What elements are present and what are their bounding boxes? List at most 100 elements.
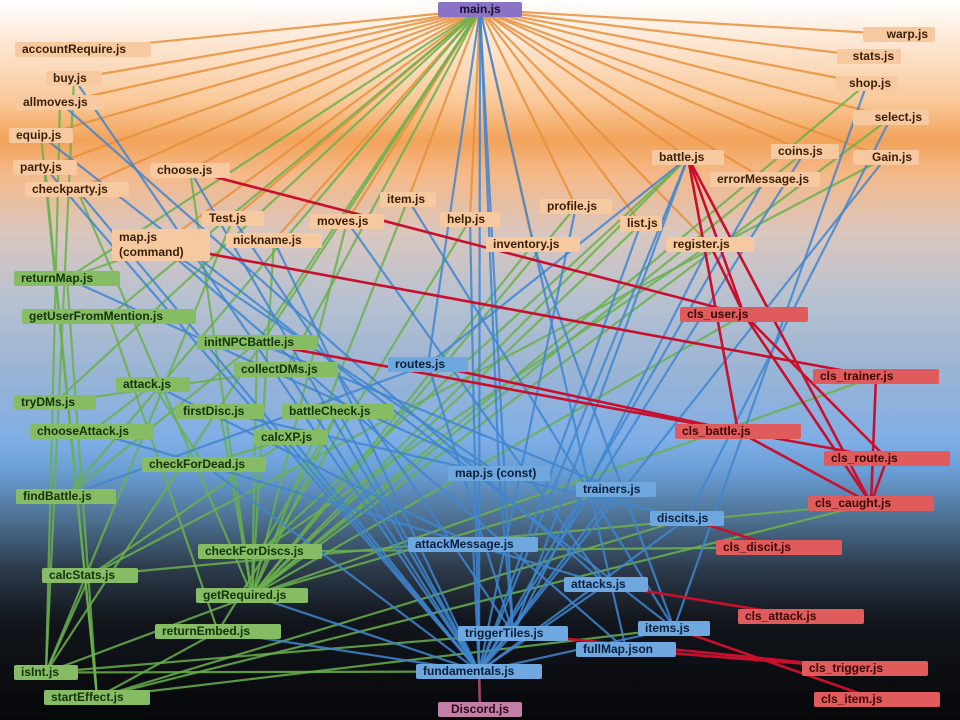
edge-help-to-fundamentals xyxy=(468,219,481,672)
edge-gain-to-fundamentals xyxy=(478,156,887,673)
node-discits-js[interactable]: discits.js xyxy=(650,511,724,526)
node-nickname-js[interactable]: nickname.js xyxy=(226,233,322,248)
edge-collectDMs-to-fundamentals xyxy=(285,368,480,673)
node-help-js[interactable]: help.js xyxy=(440,212,500,227)
node-triggertiles-js[interactable]: triggerTiles.js xyxy=(458,626,568,641)
edge-clsTrainer-to-getRequired xyxy=(251,375,877,597)
node-returnmap-js[interactable]: returnMap.js xyxy=(14,271,120,286)
node-calcxp-js[interactable]: calcXP.js xyxy=(254,430,328,445)
edge-calcStats-to-isInt xyxy=(44,575,92,673)
edge-main-to-buy xyxy=(73,8,481,80)
edge-returnMap-to-startEffect xyxy=(65,278,99,698)
node-battle-js[interactable]: battle.js xyxy=(652,150,724,165)
node-select-js[interactable]: select.js xyxy=(853,110,929,125)
node-trydms-js[interactable]: tryDMs.js xyxy=(14,395,96,410)
node-attacks-js[interactable]: attacks.js xyxy=(564,577,648,592)
edge-select-to-getRequired xyxy=(251,116,892,597)
node-errormessage-js[interactable]: errorMessage.js xyxy=(710,172,820,187)
edge-register-to-triggerTiles xyxy=(512,244,711,634)
node-item-js[interactable]: item.js xyxy=(380,192,436,207)
node-accountrequire-js[interactable]: accountRequire.js xyxy=(15,42,151,57)
edge-clsUser-to-clsCaught xyxy=(742,313,873,505)
node-discord-js[interactable]: Discord.js xyxy=(438,702,522,717)
edge-chooseAttack-to-attack xyxy=(91,383,154,433)
node-register-js[interactable]: register.js xyxy=(666,237,754,252)
node-cls-trigger-js[interactable]: cls_trigger.js xyxy=(802,661,928,676)
node-attackmessage-js[interactable]: attackMessage.js xyxy=(408,537,538,552)
node-party-js[interactable]: party.js xyxy=(13,160,77,175)
node-isint-js[interactable]: isInt.js xyxy=(14,665,78,680)
node-equip-js[interactable]: equip.js xyxy=(9,128,73,143)
edge-attack-to-checkForDead xyxy=(152,383,205,466)
edge-main-to-getUserFromMention xyxy=(108,8,481,318)
edge-main-to-mapCommand xyxy=(160,8,481,246)
edge-main-to-routes xyxy=(426,9,482,365)
node-cls-trainer-js[interactable]: cls_trainer.js xyxy=(813,369,939,384)
edge-main-to-allmoves xyxy=(59,8,481,104)
edge-clsBattle-to-clsCaught xyxy=(737,430,872,505)
node-findbattle-js[interactable]: findBattle.js xyxy=(16,489,116,504)
edge-discits-to-startEffect xyxy=(96,517,688,699)
edge-main-to-register xyxy=(479,8,711,246)
edge-main-to-collectDMs xyxy=(285,8,481,371)
node-returnembed-js[interactable]: returnEmbed.js xyxy=(155,624,281,639)
edge-main-to-coins xyxy=(479,8,806,153)
edge-returnEmbed-to-startEffect xyxy=(96,630,219,699)
node-map-const-js[interactable]: map.js (const) xyxy=(448,466,550,481)
node-buy-js[interactable]: buy.js xyxy=(46,71,102,86)
node-cls-attack-js[interactable]: cls_attack.js xyxy=(738,609,864,624)
edge-battle-to-checkForDiscs xyxy=(259,156,689,553)
node-profile-js[interactable]: profile.js xyxy=(540,199,612,214)
edge-choose-to-clsUser xyxy=(189,169,745,316)
node-checkfordiscs-js[interactable]: checkForDiscs.js xyxy=(198,544,322,559)
edge-findBattle-to-routes xyxy=(65,363,429,498)
node-routes-js[interactable]: routes.js xyxy=(388,357,468,372)
node-checkparty-js[interactable]: checkparty.js xyxy=(25,182,129,197)
node-list-js[interactable]: list.js xyxy=(620,216,662,231)
node-moves-js[interactable]: moves.js xyxy=(310,214,384,229)
node-cls-route-js[interactable]: cls_route.js xyxy=(824,451,950,466)
node-gain-js[interactable]: Gain.js xyxy=(853,150,919,165)
node-shop-js[interactable]: shop.js xyxy=(836,76,898,91)
node-getrequired-js[interactable]: getRequired.js xyxy=(196,588,308,603)
edge-battle-to-fundamentals xyxy=(477,157,690,672)
node-starteffect-js[interactable]: startEffect.js xyxy=(44,690,150,705)
edge-trainers-to-fundamentals xyxy=(478,488,617,673)
node-choose-js[interactable]: choose.js xyxy=(150,163,230,178)
node-map-command-js[interactable]: map.js (command) xyxy=(112,229,210,261)
edge-main-to-tryDMs xyxy=(54,8,481,404)
node-getuserfrommention-js[interactable]: getUserFromMention.js xyxy=(22,309,196,324)
node-calcstats-js[interactable]: calcStats.js xyxy=(42,568,138,583)
node-cls-user-js[interactable]: cls_user.js xyxy=(680,307,808,322)
node-stats-js[interactable]: stats.js xyxy=(837,49,901,64)
node-items-js[interactable]: items.js xyxy=(638,621,710,636)
node-cls-item-js[interactable]: cls_item.js xyxy=(814,692,940,707)
node-test-js[interactable]: Test.js xyxy=(202,211,264,226)
edge-main-to-select xyxy=(479,8,892,119)
node-firstdisc-js[interactable]: firstDisc.js xyxy=(176,404,264,419)
edge-calcXP-to-fundamentals xyxy=(290,436,480,673)
node-coins-js[interactable]: coins.js xyxy=(771,144,839,159)
edge-firstDisc-to-discits xyxy=(219,410,688,520)
node-attack-js[interactable]: attack.js xyxy=(116,377,190,392)
node-initnpcbattle-js[interactable]: initNPCBattle.js xyxy=(197,335,317,350)
edge-checkForDead-to-fundamentals xyxy=(203,463,480,673)
edge-inventory-to-items xyxy=(531,244,676,629)
node-fullmap-json[interactable]: fullMap.json xyxy=(576,642,676,657)
node-fundamentals-js[interactable]: fundamentals.js xyxy=(416,664,542,679)
node-main-js[interactable]: main.js xyxy=(438,2,522,17)
edge-nickname-to-fundamentals xyxy=(273,240,480,672)
node-warp-js[interactable]: warp.js xyxy=(863,27,935,42)
edge-test-to-triggerTiles xyxy=(232,217,514,635)
node-cls-battle-js[interactable]: cls_battle.js xyxy=(675,424,801,439)
node-allmoves-js[interactable]: allmoves.js xyxy=(16,95,104,110)
node-cls-discit-js[interactable]: cls_discit.js xyxy=(716,540,842,555)
node-inventory-js[interactable]: inventory.js xyxy=(486,237,580,252)
node-cls-caught-js[interactable]: cls_caught.js xyxy=(808,496,934,511)
node-checkfordead-js[interactable]: checkForDead.js xyxy=(142,457,266,472)
edge-main-to-shop xyxy=(479,8,868,85)
node-chooseattack-js[interactable]: chooseAttack.js xyxy=(30,424,154,439)
node-battlecheck-js[interactable]: battleCheck.js xyxy=(282,404,394,419)
node-trainers-js[interactable]: trainers.js xyxy=(576,482,656,497)
node-collectdms-js[interactable]: collectDMs.js xyxy=(234,362,338,377)
